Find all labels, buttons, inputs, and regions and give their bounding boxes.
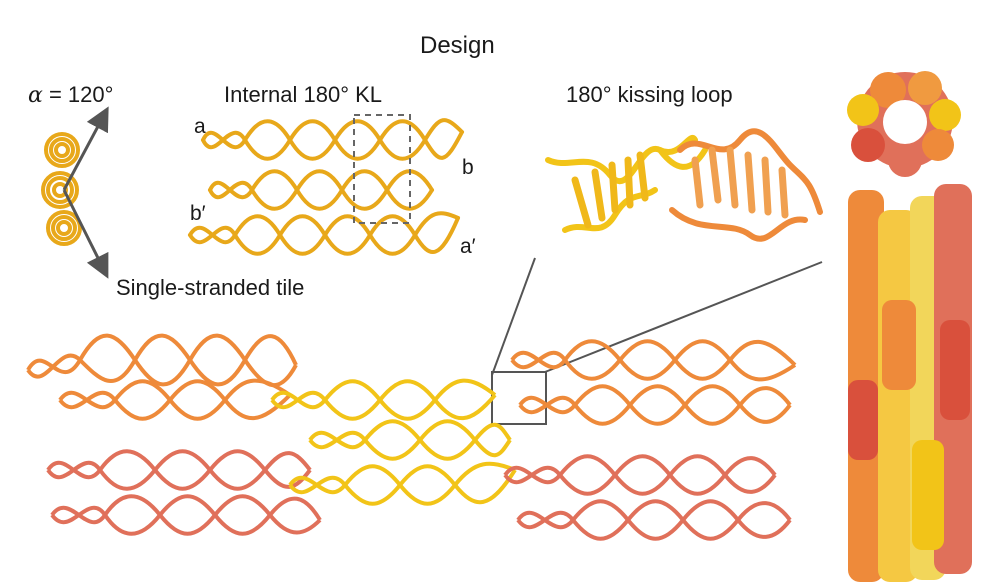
end-label-a: a [194,115,206,138]
end-label-a-prime: a′ [460,235,476,258]
end-label-b: b [462,156,474,179]
assembly-orange-right [510,339,797,426]
assembly-salmon-right [503,454,792,541]
alpha-symbol: α [28,83,43,108]
figure-title: Design [420,32,495,59]
helix-cross-section [41,132,82,246]
single-stranded-tile-label: Single-stranded tile [116,275,305,300]
nanotube-side [848,184,972,582]
kissing-loop-detail [545,128,823,242]
assembly-salmon-left [46,449,322,536]
angle-label: α = 120° [28,84,113,107]
end-label-b-prime: b′ [190,202,206,225]
internal-kl-tile [188,118,464,256]
zoom-lines [491,257,823,376]
angle-value: = 120° [42,82,114,107]
kissing-loop-label: 180° kissing loop [566,82,733,107]
nanotube-ring [847,71,961,177]
assembly-orange-left [26,333,298,421]
internal-kl-label: Internal 180° KL [224,82,383,107]
assembly-yellow-center [270,378,517,506]
angle-arrows [62,106,109,279]
kl-highlight-box [353,114,411,224]
